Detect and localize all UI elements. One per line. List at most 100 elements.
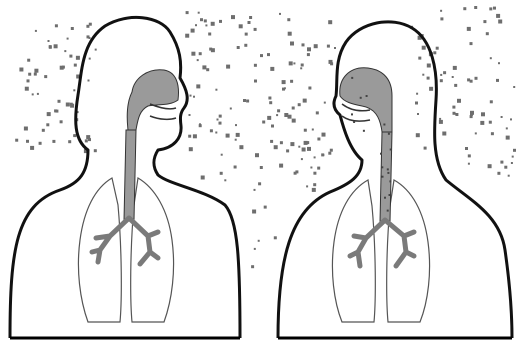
particle-dot xyxy=(298,103,301,106)
particle-dot xyxy=(204,19,207,22)
inhaled-particle-dot xyxy=(380,153,382,155)
particle-dot xyxy=(475,132,477,134)
particle-dot xyxy=(302,148,306,152)
particle-dot xyxy=(47,112,51,116)
particle-dot xyxy=(186,11,189,14)
particle-dot xyxy=(313,172,316,175)
particle-dot xyxy=(314,156,316,158)
inhaled-particle-dot xyxy=(383,124,385,126)
particle-dot xyxy=(197,59,199,61)
particle-dot xyxy=(307,147,311,151)
particle-dot xyxy=(480,121,484,125)
particle-dot xyxy=(48,40,50,42)
particle-dot xyxy=(73,89,75,91)
particle-dot xyxy=(504,166,507,169)
particle-dot xyxy=(60,66,64,70)
particle-dot xyxy=(508,175,510,177)
particle-dot xyxy=(205,24,207,26)
particle-dot xyxy=(249,16,252,19)
particle-dot xyxy=(189,114,191,116)
particle-dot xyxy=(440,74,442,76)
particle-dot xyxy=(307,47,311,51)
particle-dot xyxy=(42,129,45,132)
particle-dot xyxy=(219,122,222,125)
particle-dot xyxy=(300,67,302,69)
inhaled-particle-dot xyxy=(389,180,391,182)
particle-dot xyxy=(88,80,90,82)
particle-dot xyxy=(89,58,91,60)
particle-dot xyxy=(298,146,300,148)
particle-dot xyxy=(189,147,193,151)
left-trachea xyxy=(124,130,136,220)
particle-dot xyxy=(288,32,292,36)
particle-dot xyxy=(237,46,240,49)
particle-dot xyxy=(27,59,30,62)
particle-dot xyxy=(306,185,308,187)
particle-dot xyxy=(67,38,69,40)
particle-dot xyxy=(198,12,200,14)
particle-dot xyxy=(193,134,197,138)
particle-dot xyxy=(483,20,486,23)
particle-dot xyxy=(220,172,223,175)
particle-dot xyxy=(243,99,246,102)
particle-dot xyxy=(470,113,473,116)
particle-dot xyxy=(427,77,430,80)
particle-dot xyxy=(269,101,272,104)
particle-dot xyxy=(493,7,496,10)
particle-dot xyxy=(68,140,71,143)
particle-dot xyxy=(69,55,72,58)
particle-dot xyxy=(418,57,421,60)
particle-dot xyxy=(324,102,326,104)
particle-dot xyxy=(452,106,455,109)
particle-dot xyxy=(94,149,97,152)
particle-dot xyxy=(512,156,514,158)
particle-dot xyxy=(206,68,209,71)
inhaled-particle-dot xyxy=(381,166,383,168)
particle-dot xyxy=(252,210,256,214)
particle-dot xyxy=(230,108,232,110)
particle-dot xyxy=(244,44,247,47)
particle-dot xyxy=(190,95,192,97)
particle-dot xyxy=(433,51,436,54)
particle-dot xyxy=(86,25,89,28)
inhaled-particle-dot xyxy=(353,121,355,123)
particle-dot xyxy=(468,154,471,157)
particle-dot xyxy=(215,89,217,91)
particle-dot xyxy=(513,149,516,152)
particle-dot xyxy=(452,76,454,78)
particle-dot xyxy=(202,65,206,69)
particle-dot xyxy=(46,123,49,126)
particle-dot xyxy=(199,52,202,55)
particle-dot xyxy=(201,176,205,180)
particle-dot xyxy=(258,182,261,185)
particle-dot xyxy=(52,140,55,143)
particle-dot xyxy=(255,153,259,157)
particle-dot xyxy=(488,164,492,168)
particle-dot xyxy=(217,119,219,121)
particle-dot xyxy=(497,172,500,175)
particle-dot xyxy=(262,121,265,124)
particle-dot xyxy=(282,88,285,91)
particle-dot xyxy=(330,149,333,152)
particle-dot xyxy=(424,147,427,150)
particle-dot xyxy=(440,79,443,82)
particle-dot xyxy=(254,189,256,191)
particle-dot xyxy=(292,107,295,110)
particle-dot xyxy=(270,140,273,143)
particle-dot xyxy=(95,49,97,51)
particle-dot xyxy=(196,84,200,88)
inhaled-particle-dot xyxy=(388,133,390,135)
particle-dot xyxy=(219,115,222,118)
particle-dot xyxy=(215,132,217,134)
particle-dot xyxy=(415,102,418,105)
particle-dot xyxy=(293,62,295,64)
particle-dot xyxy=(231,15,235,19)
particle-dot xyxy=(248,21,251,24)
particle-dot xyxy=(270,67,274,71)
particle-dot xyxy=(457,99,461,103)
particle-dot xyxy=(328,152,331,155)
particle-dot xyxy=(295,170,298,173)
particle-dot xyxy=(292,119,296,123)
particle-dot xyxy=(219,20,222,23)
